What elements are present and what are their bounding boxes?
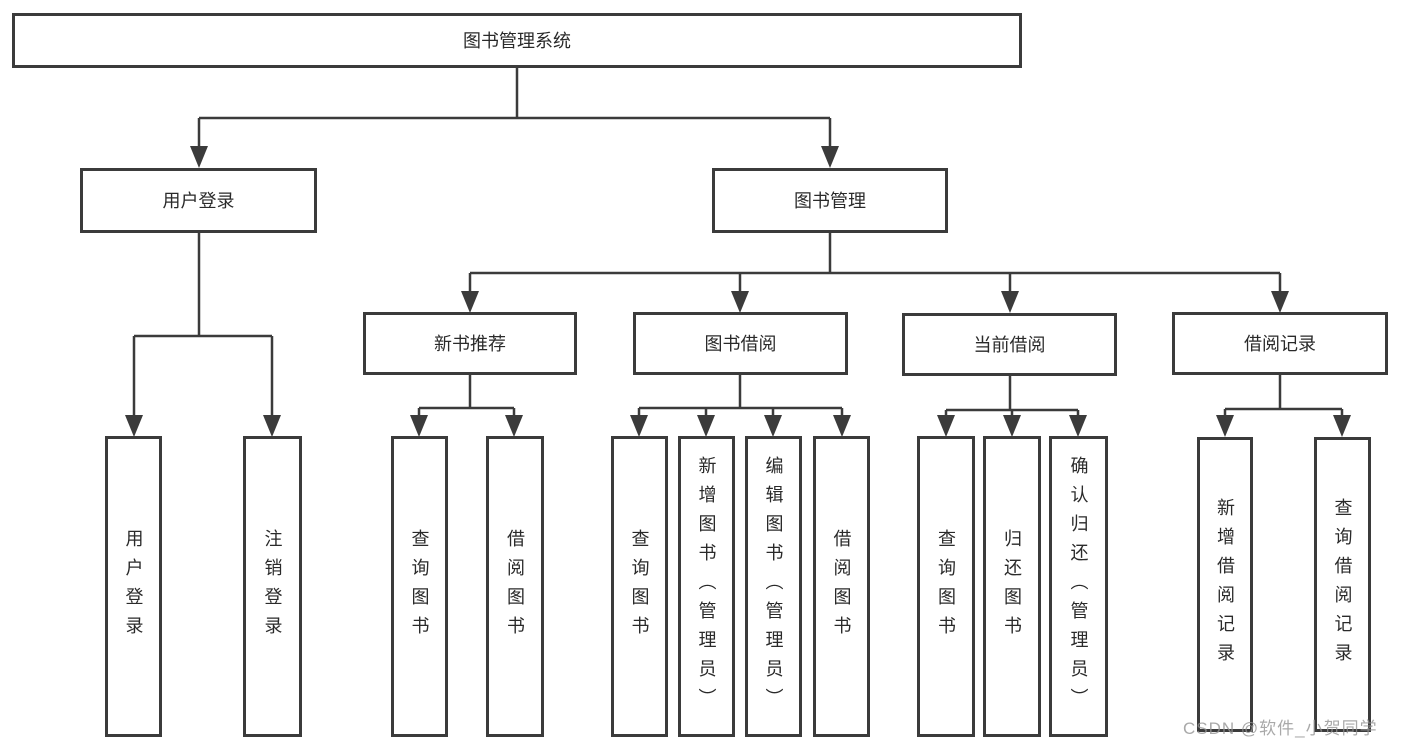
- csdn-watermark: CSDN @软件_小贺同学: [1183, 719, 1378, 738]
- node-leaf-return-books: 归还图书: [983, 436, 1041, 737]
- node-leaf-add-borrow-record: 新增借阅记录: [1197, 437, 1253, 732]
- node-leaf-user-login: 用户登录: [105, 436, 162, 737]
- node-leaf-edit-books-admin: 编辑图书（管理员）: [745, 436, 802, 737]
- node-borrow-records: 借阅记录: [1172, 312, 1388, 375]
- node-library-system: 图书管理系统: [12, 13, 1022, 68]
- node-leaf-borrow-books-recommend: 借阅图书: [486, 436, 544, 737]
- node-book-management: 图书管理: [712, 168, 948, 233]
- node-leaf-borrow-books: 借阅图书: [813, 436, 870, 737]
- node-leaf-add-books-admin: 新增图书（管理员）: [678, 436, 735, 737]
- node-leaf-query-books-borrow: 查询图书: [611, 436, 668, 737]
- node-leaf-query-books-current: 查询图书: [917, 436, 975, 737]
- node-new-book-recommend: 新书推荐: [363, 312, 577, 375]
- node-leaf-confirm-return-admin: 确认归还（管理员）: [1049, 436, 1108, 737]
- node-leaf-query-borrow-record: 查询借阅记录: [1314, 437, 1371, 732]
- node-user-login: 用户登录: [80, 168, 317, 233]
- node-book-borrow: 图书借阅: [633, 312, 848, 375]
- node-leaf-query-books-recommend: 查询图书: [391, 436, 448, 737]
- node-leaf-logout: 注销登录: [243, 436, 302, 737]
- node-current-borrow: 当前借阅: [902, 313, 1117, 376]
